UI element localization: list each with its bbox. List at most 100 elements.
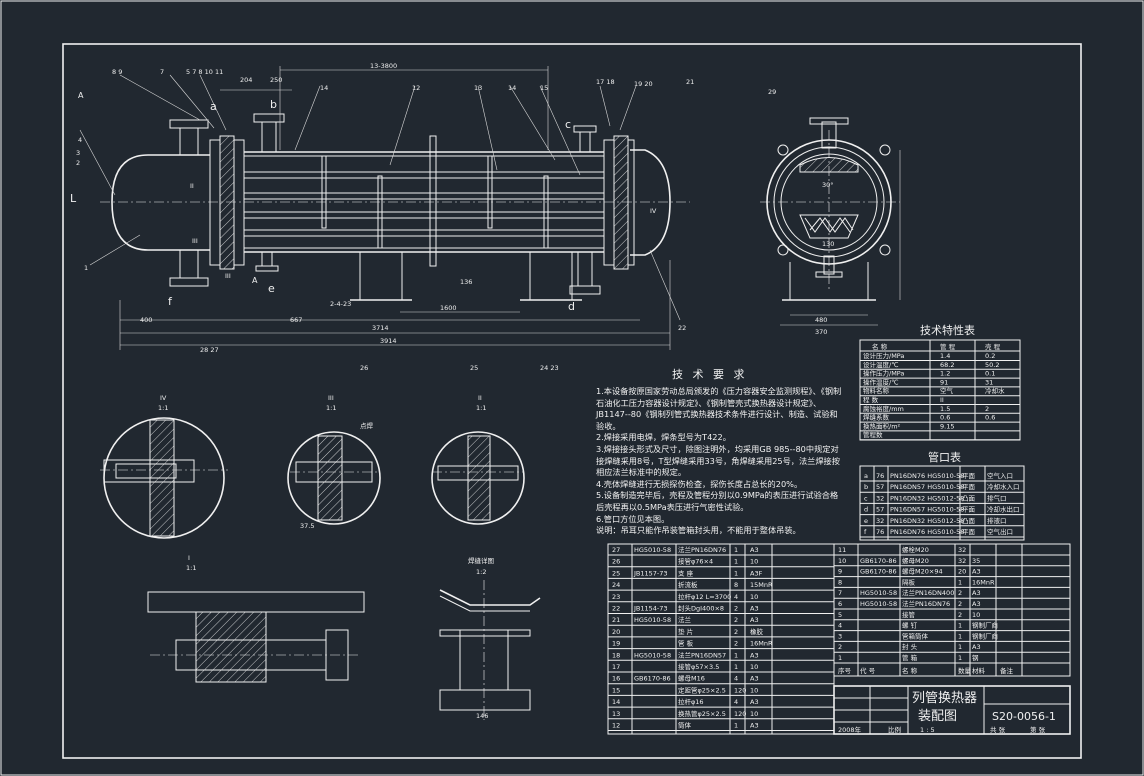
nozzle-label-b: b: [270, 98, 277, 111]
tech-row-name: 设计温度/℃: [863, 360, 899, 369]
nozzle-use: 冷却水出口: [987, 505, 1020, 514]
tech-header: 管 程: [940, 342, 956, 351]
detail-iv: IV 1:1: [100, 394, 228, 539]
bom-header: 数量: [958, 666, 972, 675]
svg-text:L: L: [70, 192, 77, 205]
bom-item-name: 拉杆φ16: [678, 697, 704, 706]
svg-text:146: 146: [476, 712, 488, 720]
svg-text:5 7 8 10 11: 5 7 8 10 11: [186, 68, 223, 76]
bom-item-qty: 4: [734, 593, 738, 601]
bom-item-name: 螺母M20×94: [902, 567, 943, 576]
nozzle-use: 空气出口: [987, 527, 1013, 536]
bom-item-qty: 1: [734, 663, 738, 671]
bom-item-qty: 120: [734, 710, 746, 718]
svg-text:37.5: 37.5: [300, 522, 314, 530]
nozzle-face: 平面: [962, 483, 976, 491]
bom-header: 代 号: [860, 666, 876, 675]
bom-item-qty: 1: [734, 651, 738, 659]
nozzle-id: b: [864, 483, 868, 491]
svg-text:II: II: [478, 394, 482, 402]
nozzle-dn: 32: [876, 517, 884, 525]
bom-item-no: 23: [612, 593, 620, 601]
bom-item-material: A3: [972, 568, 981, 576]
bom-item-qty: 1: [734, 546, 738, 554]
svg-text:1:1: 1:1: [158, 404, 168, 412]
bom-item-qty: 2: [958, 589, 962, 597]
nozzle-dn: 57: [876, 506, 884, 514]
nozzle-dn: 57: [876, 483, 884, 491]
svg-text:29: 29: [768, 88, 776, 96]
tech-req-item: 说明：吊耳只能作吊装管箱封头用，不能用于整体吊装。: [596, 525, 801, 536]
bom-item-material: 16MnR: [972, 578, 995, 586]
nozzle-label-d: d: [568, 300, 575, 313]
saddle-left: [359, 252, 403, 301]
bom-item-no: 22: [612, 605, 620, 613]
bom-item-no: 5: [838, 611, 842, 619]
tech-req-item: 4.壳体焊缝进行无损探伤检查，探伤长度占总长的20%。: [596, 478, 803, 489]
bom-item-no: 11: [838, 546, 846, 554]
bom-item-no: 16: [612, 675, 620, 683]
bom-item-no: 7: [838, 589, 842, 597]
bom-item-no: 13: [612, 710, 620, 718]
svg-text:26: 26: [360, 364, 368, 372]
svg-text:III: III: [192, 237, 198, 245]
detail-iii: III 1:1 点焊 37.5: [287, 394, 381, 530]
bom-item-code: JB1157-73: [633, 569, 668, 577]
bom-item-no: 6: [838, 600, 842, 608]
bom-item-qty: 2: [734, 616, 738, 624]
nozzle-std: PN16DN32 HG5012-58: [890, 517, 964, 525]
svg-text:3714: 3714: [372, 324, 389, 332]
svg-text:1600: 1600: [440, 304, 457, 312]
bom-item-material: 16MnR: [750, 640, 773, 648]
tech-row-shell: 31: [985, 378, 993, 386]
bom-item-name: 隔板: [902, 577, 916, 586]
svg-text:管口表: 管口表: [928, 450, 961, 464]
tech-req-item: 5.设备制造完毕后，壳程及管程分别以0.9MPa的表压进行试验合格后壳程再以0.…: [596, 490, 839, 512]
bom-item-material: 橡胶: [750, 627, 764, 636]
bom-item-no: 20: [612, 628, 620, 636]
svg-text:30°: 30°: [822, 181, 834, 189]
bom-item-qty: 32: [958, 557, 966, 565]
svg-text:4: 4: [78, 136, 82, 144]
svg-text:250: 250: [270, 76, 282, 84]
bom-item-material: 钢制厂商: [972, 621, 999, 630]
tech-row-name: 焊缝系数: [863, 413, 890, 422]
bom-item-name: 筒体: [678, 721, 692, 730]
tech-req-body: 1.本设备按原国家劳动总局颁发的《压力容器安全监测规程》、《钢制石油化工压力容器…: [596, 386, 842, 537]
nozzle-std: PN16DN32 HG5012-58: [890, 494, 964, 502]
svg-text:13-3800: 13-3800: [370, 62, 397, 70]
right-tubesheet: [613, 135, 629, 270]
svg-text:667: 667: [290, 316, 302, 324]
drawing-subtitle: 装配图: [918, 709, 957, 724]
tech-row-shell: 50.2: [985, 361, 999, 369]
bom-item-qty: 1: [958, 632, 962, 640]
svg-text:14: 14: [508, 84, 516, 92]
svg-text:共 张: 共 张: [990, 725, 1006, 734]
svg-text:焊缝详图: 焊缝详图: [468, 556, 494, 565]
svg-text:II: II: [190, 182, 194, 190]
bom-item-qty: 1: [958, 654, 962, 662]
bom-item-qty: 120: [734, 686, 746, 694]
bom-item-qty: 4: [734, 698, 738, 706]
bom-item-no: 14: [612, 698, 620, 706]
tech-row-name: 物料名称: [863, 386, 890, 395]
bom-item-name: 封头DgI400×8: [678, 604, 724, 613]
nozzle-use: 空气入口: [987, 471, 1013, 480]
bom-item-name: 支 座: [678, 568, 694, 577]
svg-text:7: 7: [160, 68, 164, 76]
svg-text:3914: 3914: [380, 337, 397, 345]
bom-item-material: A3: [750, 651, 759, 659]
nozzle-f-flange: [169, 277, 209, 287]
detail-ii: II 1:1: [431, 394, 525, 525]
nozzle-dn: 76: [876, 472, 884, 480]
nozzle-use: 冷却水入口: [987, 482, 1020, 491]
bom-item-code: HG5010-58: [634, 651, 671, 659]
tech-row-shell: 0.2: [985, 352, 995, 360]
svg-text:2-4-23: 2-4-23: [330, 300, 351, 308]
bom-item-material: A3: [750, 546, 759, 554]
svg-text:1:1: 1:1: [186, 564, 196, 572]
tech-row-tube: II: [940, 396, 944, 404]
end-section-view: 480 370 29 30° 130: [760, 88, 901, 336]
svg-text:1:2: 1:2: [476, 568, 486, 576]
bom-item-qty: 4: [734, 675, 738, 683]
